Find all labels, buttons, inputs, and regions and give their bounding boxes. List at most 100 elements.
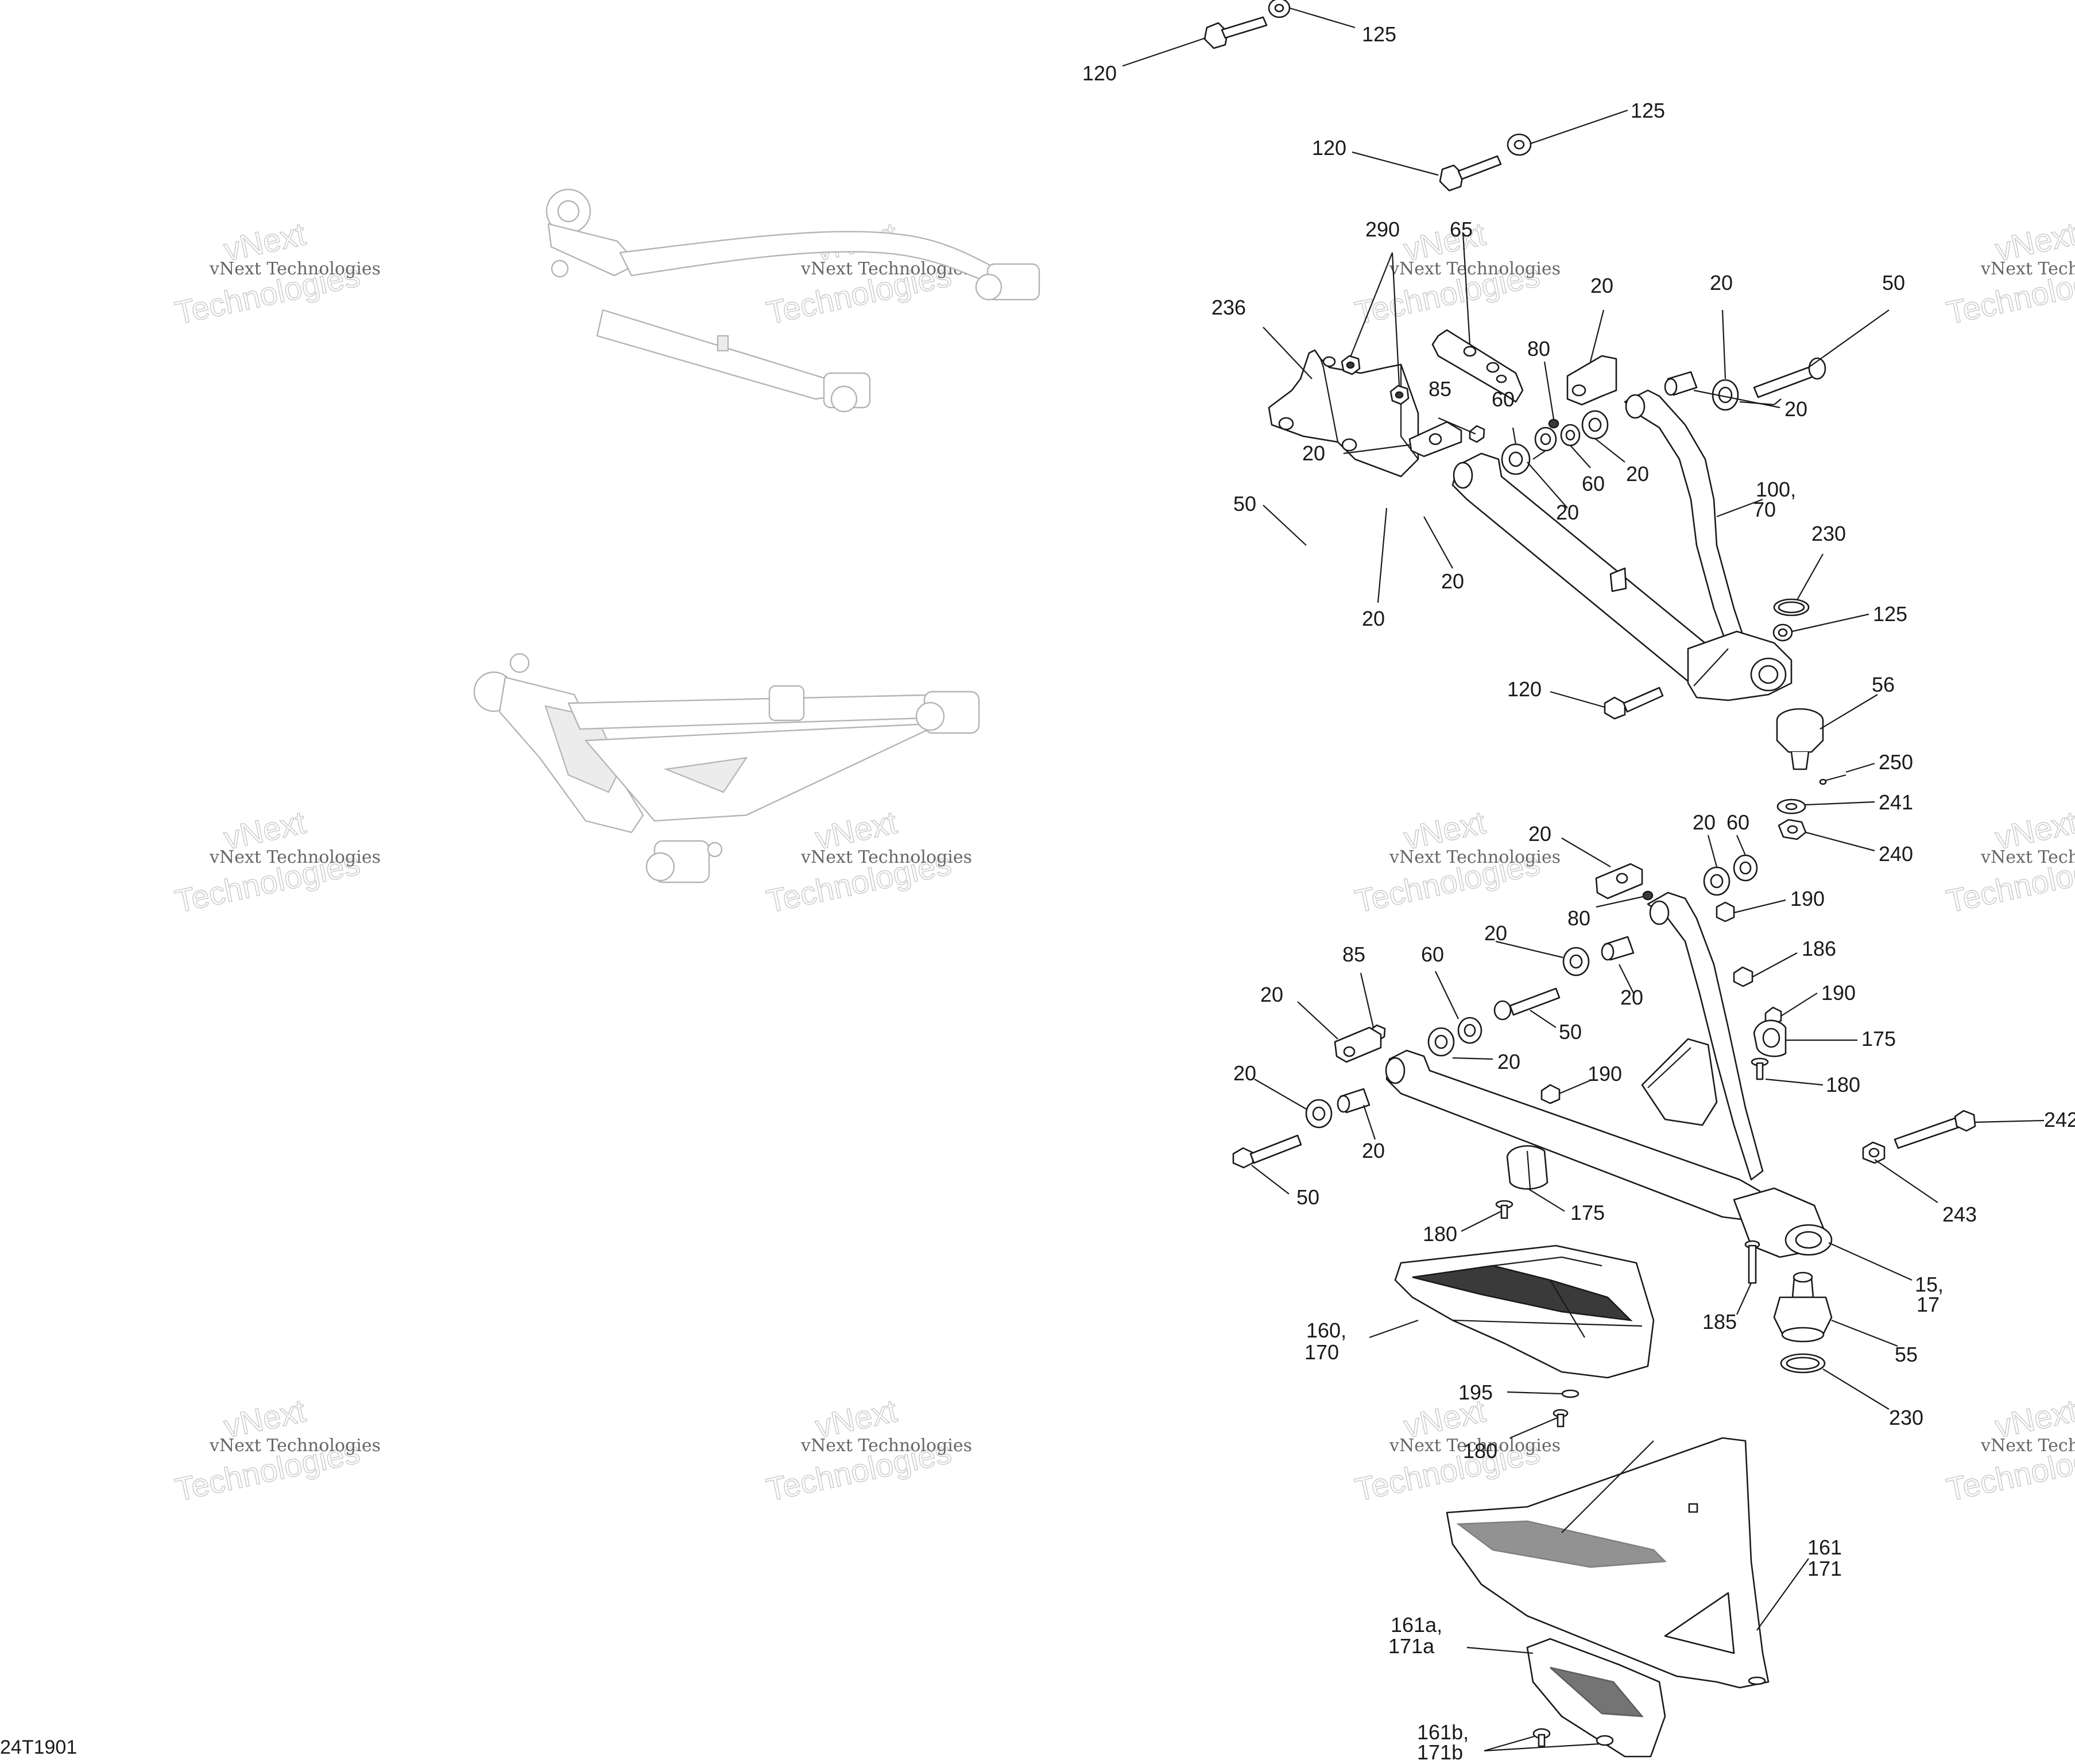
bolt-185	[1744, 1240, 1760, 1284]
nut-190-top	[1716, 901, 1735, 922]
svg-text:vNext Technologies: vNext Technologies	[1980, 1436, 2075, 1456]
callout-20: 20	[1590, 274, 1613, 297]
callout-240: 240	[1879, 842, 1913, 866]
bolt-242	[1894, 1110, 1976, 1149]
cotter-pin-250	[1819, 774, 1846, 785]
bushing-20-lower-mid	[1562, 947, 1590, 976]
ball-joint-56	[1776, 708, 1824, 770]
callout-161: 161	[1807, 1536, 1842, 1559]
callout-171b: 171b	[1417, 1740, 1463, 1764]
washer-241	[1776, 798, 1806, 815]
bracket-20-upper-right	[1566, 355, 1617, 406]
nut-125-second	[1507, 133, 1532, 156]
callout-250: 250	[1879, 750, 1913, 774]
bolt-120-top	[1203, 16, 1268, 49]
callout-60: 60	[1421, 943, 1444, 966]
callout-125: 125	[1873, 602, 1907, 626]
watermark: vNext Technologies vNext Technologies	[1352, 1392, 1561, 1509]
fastener-161b-a	[1532, 1728, 1551, 1747]
callout-180: 180	[1463, 1439, 1497, 1463]
callout-20: 20	[1484, 921, 1507, 945]
svg-text:vNext Technologies: vNext Technologies	[209, 847, 381, 867]
lower-a-arm-15-17	[1385, 891, 1833, 1258]
watermark: vNext Technologies vNext Technologies	[763, 804, 972, 920]
callout-180: 180	[1423, 1222, 1457, 1246]
callout-20: 20	[1441, 569, 1464, 593]
nut-125-right	[1772, 623, 1793, 642]
bolt-50-lower-left	[1232, 1134, 1302, 1169]
watermark: vNext Technologies vNext Technologies	[172, 1392, 381, 1509]
callout-190: 190	[1588, 1062, 1622, 1085]
callout-20: 20	[1362, 1139, 1385, 1162]
callout-160: 160,	[1306, 1319, 1346, 1342]
callout-20: 20	[1784, 397, 1807, 421]
washer-plate-20-lower-top	[1595, 863, 1643, 900]
callout-70: 70	[1753, 498, 1776, 521]
callout-125: 125	[1631, 99, 1665, 122]
upper-a-arm-100-70	[1451, 389, 1793, 701]
callout-20: 20	[1362, 607, 1385, 630]
watermark: vNext Technologies vNext Technologies	[763, 1392, 972, 1509]
guard-160-170	[1394, 1245, 1655, 1379]
svg-text:vNext Technologies: vNext Technologies	[1389, 847, 1561, 867]
watermark: vNext Technologies vNext Technologies	[1943, 215, 2075, 332]
callout-171a: 171a	[1388, 1634, 1435, 1658]
sleeve-20-lower-left	[1337, 1088, 1371, 1114]
bushing-20-lower-top	[1703, 866, 1731, 896]
bolt-180-lower	[1495, 1200, 1513, 1219]
callout-20: 20	[1233, 1061, 1256, 1085]
callout-190: 190	[1790, 887, 1825, 910]
callout-85: 85	[1429, 377, 1451, 401]
callout-65: 65	[1450, 218, 1473, 241]
callout-195: 195	[1458, 1381, 1493, 1404]
watermark: vNext Technologies vNext Technologies	[172, 804, 381, 920]
watermark: vNext Technologies vNext Technologies	[1352, 804, 1561, 920]
callout-55: 55	[1895, 1343, 1918, 1366]
svg-text:vNext Technologies: vNext Technologies	[800, 1436, 972, 1456]
clamp-175-right	[1753, 1019, 1787, 1057]
nut-290-b	[1389, 385, 1410, 405]
callout-171: 171	[1807, 1557, 1842, 1580]
skid-plate-161-171	[1446, 1437, 1770, 1689]
callout-290: 290	[1365, 218, 1400, 241]
callout-20: 20	[1260, 983, 1283, 1006]
clamp-175-lower	[1506, 1145, 1548, 1190]
bushing-60-upper-a	[1534, 427, 1557, 452]
part-callouts: 120 125 120 125 290 65 236 80 20 20 50 8…	[1082, 22, 2075, 1764]
bushing-60-upper-c	[1501, 443, 1531, 475]
svg-text:vNext Technologies: vNext Technologies	[1389, 1436, 1561, 1456]
fitting-85-upper	[1469, 425, 1485, 443]
callout-20: 20	[1626, 462, 1649, 486]
callout-80: 80	[1567, 906, 1590, 930]
callout-180: 180	[1826, 1073, 1860, 1096]
fastener-161b-b	[1596, 1735, 1614, 1746]
bolt-50-lower-mid	[1493, 987, 1561, 1021]
callout-85: 85	[1342, 943, 1365, 966]
bushing-20-upper-right	[1712, 379, 1739, 411]
bolt-50-upper-right	[1753, 357, 1826, 398]
callout-50: 50	[1233, 492, 1256, 515]
skid-insert-161a-171a	[1526, 1638, 1666, 1758]
callout-17: 17	[1917, 1293, 1939, 1316]
bushing-20-upper-pivot	[1581, 410, 1609, 440]
callout-120: 120	[1507, 677, 1542, 701]
nut-190-mid	[1540, 1084, 1561, 1104]
svg-text:vNext Technologies: vNext Technologies	[1980, 847, 2075, 867]
callout-185: 185	[1702, 1310, 1737, 1333]
callout-20: 20	[1497, 1050, 1520, 1073]
bolt-180-right	[1751, 1057, 1769, 1080]
callout-125: 125	[1362, 22, 1396, 46]
bushing-20-lower-mid2	[1427, 1027, 1455, 1057]
bushing-60-lower-top	[1733, 854, 1758, 882]
nut-290-a	[1341, 355, 1361, 375]
nut-240	[1778, 819, 1807, 840]
upper-a-arm-assembly-preview	[545, 188, 1040, 413]
bushing-20-lower-left	[1305, 1099, 1333, 1129]
bushing-60-upper-b	[1560, 424, 1581, 447]
nut-243	[1862, 1141, 1886, 1164]
callout-20: 20	[1710, 271, 1733, 294]
callout-20: 20	[1693, 811, 1716, 834]
callout-230: 230	[1811, 522, 1846, 545]
callout-20: 20	[1620, 986, 1643, 1009]
callout-15: 15,	[1915, 1273, 1944, 1296]
